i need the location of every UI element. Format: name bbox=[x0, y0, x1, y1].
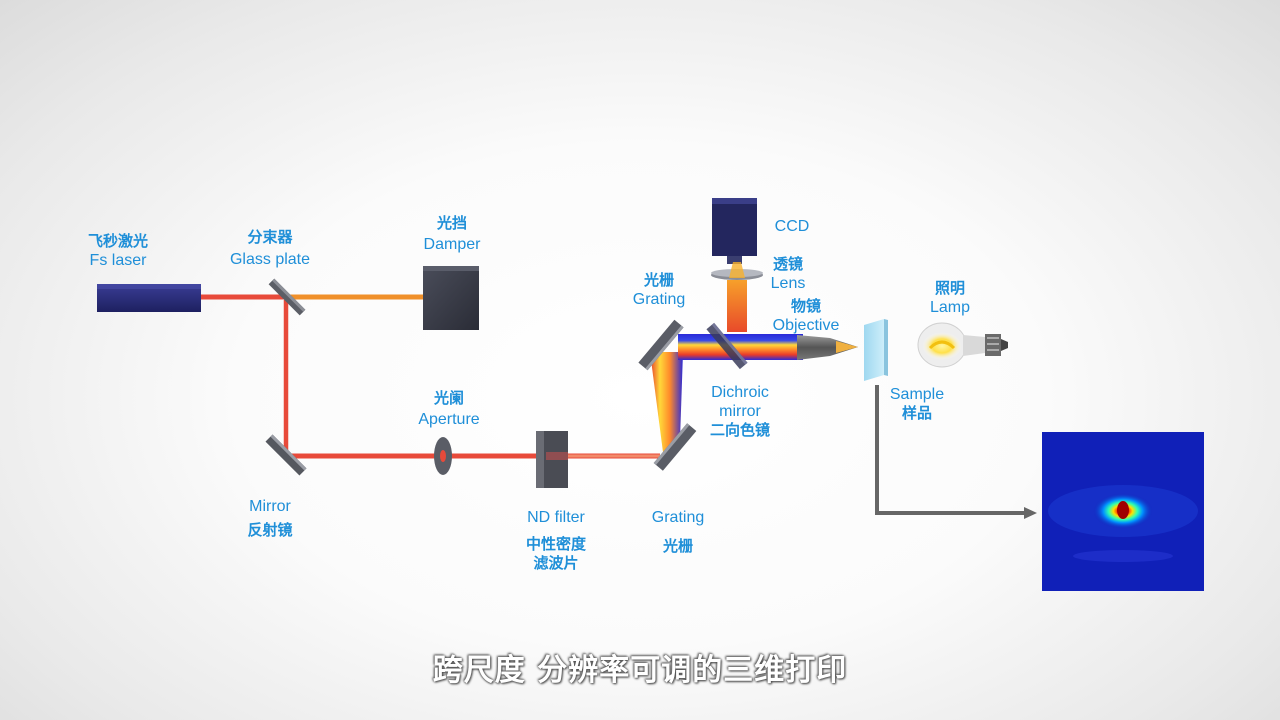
label-mirror-zh: 反射镜 bbox=[247, 521, 293, 539]
objective bbox=[797, 335, 858, 360]
label-lamp-en: Lamp bbox=[929, 299, 971, 316]
label-fs-laser: 飞秒激光 Fs laser bbox=[88, 232, 148, 270]
damper-top-face bbox=[423, 266, 479, 271]
label-nd-filter-en: ND filter bbox=[527, 509, 585, 526]
label-sample-en: Sample bbox=[889, 386, 945, 403]
label-aperture: 光阑 Aperture bbox=[418, 389, 479, 429]
label-glass-plate-zh: 分束器 bbox=[247, 228, 293, 246]
mirror-bottom-left bbox=[265, 434, 307, 476]
label-lens-zh: 透镜 bbox=[772, 255, 804, 273]
label-dichroic-en2: mirror bbox=[719, 403, 761, 420]
label-grating-bottom: Grating 光栅 bbox=[652, 508, 704, 556]
label-fs-laser-zh: 飞秒激光 bbox=[87, 232, 149, 250]
label-grating-top-zh: 光栅 bbox=[643, 271, 674, 289]
label-grating-top-en: Grating bbox=[632, 291, 686, 308]
label-objective: 物镜 Objective bbox=[773, 297, 840, 335]
label-glass-plate: 分束器 Glass plate bbox=[230, 228, 310, 269]
label-lens-en: Lens bbox=[770, 275, 806, 292]
sample-plate bbox=[864, 319, 884, 381]
output-arrow bbox=[875, 385, 1025, 515]
grating-bottom bbox=[653, 423, 697, 471]
output-arrowhead bbox=[1024, 507, 1037, 519]
label-sample: Sample 样品 bbox=[890, 385, 944, 423]
glass-plate-splitter bbox=[268, 278, 306, 316]
label-mirror-en: Mirror bbox=[249, 498, 291, 515]
label-ccd-en: CCD bbox=[774, 218, 810, 235]
label-dichroic-en1: Dichroic bbox=[711, 384, 769, 401]
label-dichroic-mirror: Dichroic mirror 二向色镜 bbox=[710, 383, 770, 440]
label-nd-filter-zh1: 中性密度 bbox=[525, 535, 587, 553]
aperture bbox=[434, 437, 452, 475]
label-mirror: Mirror 反射镜 bbox=[247, 497, 292, 540]
label-grating-top: 光栅 Grating bbox=[633, 271, 685, 309]
label-nd-filter-zh2: 滤波片 bbox=[533, 554, 579, 572]
damper-block bbox=[423, 266, 479, 330]
beam-paths bbox=[200, 280, 803, 460]
grating-top bbox=[638, 319, 684, 371]
beam-to-ccd bbox=[727, 280, 747, 332]
label-lens: 透镜 Lens bbox=[771, 255, 806, 293]
label-ccd: CCD bbox=[775, 217, 810, 236]
label-nd-filter: ND filter 中性密度 滤波片 bbox=[526, 508, 586, 573]
sample-plate-edge bbox=[884, 319, 888, 376]
nd-filter bbox=[536, 431, 568, 488]
ccd-image-panel bbox=[1042, 432, 1204, 591]
label-fs-laser-en: Fs laser bbox=[89, 252, 147, 269]
label-aperture-zh: 光阑 bbox=[433, 389, 464, 407]
label-lamp: 照明 Lamp bbox=[930, 279, 970, 317]
label-dichroic-zh: 二向色镜 bbox=[709, 421, 771, 439]
label-grating-bottom-en: Grating bbox=[651, 509, 705, 526]
label-objective-en: Objective bbox=[772, 317, 840, 334]
label-lamp-zh: 照明 bbox=[934, 279, 965, 297]
label-aperture-en: Aperture bbox=[418, 411, 480, 428]
label-objective-zh: 物镜 bbox=[790, 297, 822, 315]
ccd-camera bbox=[712, 198, 757, 264]
label-glass-plate-en: Glass plate bbox=[229, 251, 311, 268]
lamp bbox=[917, 322, 1008, 368]
label-grating-bottom-zh: 光栅 bbox=[662, 537, 693, 555]
lens bbox=[711, 262, 763, 280]
label-damper-zh: 光挡 bbox=[436, 214, 467, 232]
label-sample-zh: 样品 bbox=[901, 404, 932, 422]
laser-top-face bbox=[97, 284, 201, 289]
label-damper: 光挡 Damper bbox=[424, 214, 481, 254]
dichroic-mirror bbox=[706, 322, 748, 370]
beam-dispersed-vertical bbox=[650, 352, 683, 460]
label-damper-en: Damper bbox=[423, 236, 481, 253]
video-subtitle: 跨尺度 分辨率可调的三维打印 bbox=[432, 653, 848, 688]
